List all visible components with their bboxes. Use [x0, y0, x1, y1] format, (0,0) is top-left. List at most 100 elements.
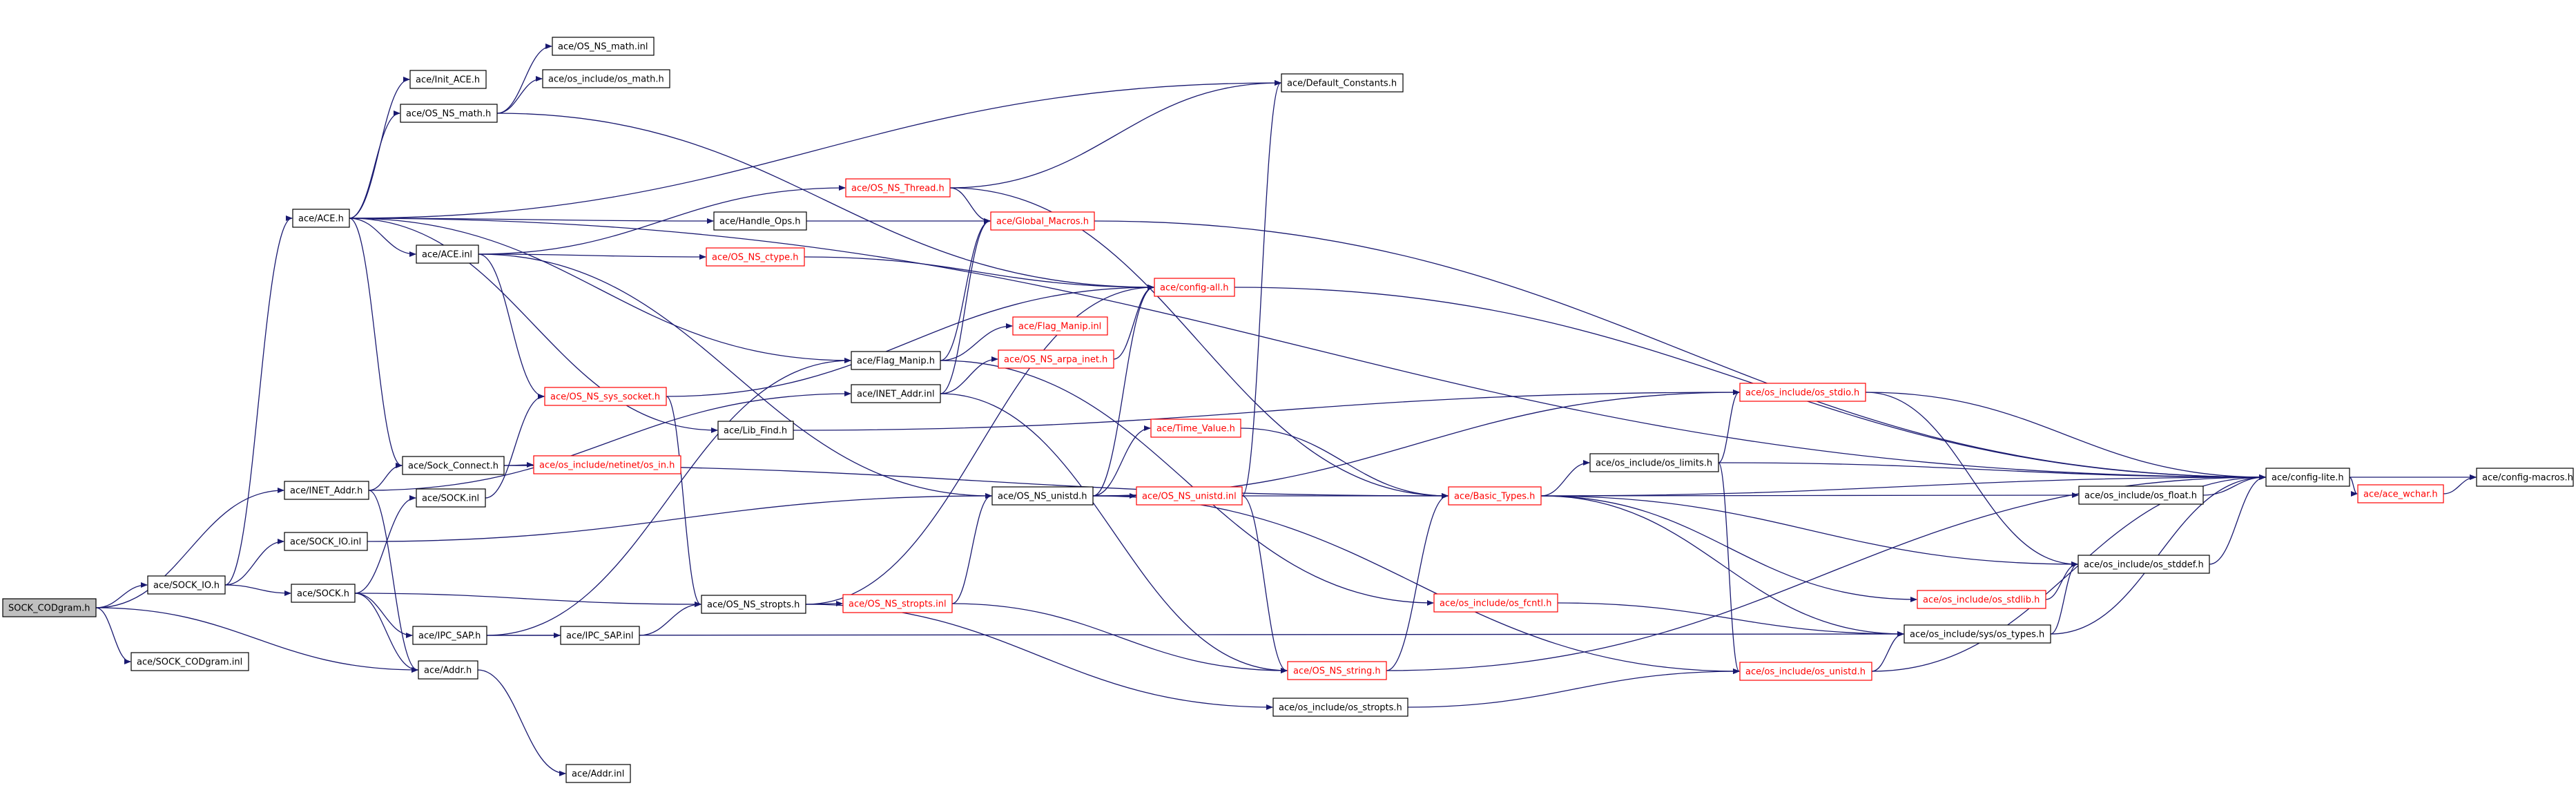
nodes-layer: SOCK_CODgram.h ace/SOCK_CODgram.inl ace/SO… [2, 37, 2574, 783]
node-os-limits-h[interactable]: ace/os_include/os_limits.h [1589, 453, 1719, 472]
node-ace-wchar-h[interactable]: ace/ace_wchar.h [2357, 484, 2444, 503]
node-config-macros-h[interactable]: ace/config-macros.h [2476, 468, 2574, 487]
node-inet-addr-h[interactable]: ace/INET_Addr.h [284, 481, 369, 500]
node-flag-manip-inl[interactable]: ace/Flag_Manip.inl [1012, 316, 1108, 336]
node-ace-h[interactable]: ace/ACE.h [292, 209, 350, 228]
node-label: ace/OS_NS_Thread.h [851, 184, 945, 194]
node-os-stddef-h[interactable]: ace/os_include/os_stddef.h [2078, 555, 2210, 574]
node-box [402, 456, 505, 475]
node-box [1433, 593, 1558, 613]
node-inet-addr-inl[interactable]: ace/INET_Addr.inl [851, 384, 941, 403]
node-os-ns-arpa-inet-h[interactable]: ace/OS_NS_arpa_inet.h [998, 349, 1114, 369]
node-addr-h[interactable]: ace/Addr.h [418, 660, 478, 680]
node-sock-io-inl[interactable]: ace/SOCK_IO.inl [284, 532, 368, 551]
edge-arrow [940, 393, 1288, 673]
node-os-float-h[interactable]: ace/os_include/os_float.h [2078, 486, 2204, 505]
edge-arrow [1718, 390, 1740, 463]
node-label: ace/config-all.h [1160, 283, 1229, 294]
edge-arrow [949, 187, 1449, 499]
node-addr-inl[interactable]: ace/Addr.inl [565, 764, 631, 783]
node-os-ns-ctype-h[interactable]: ace/OS_NS_ctype.h [706, 247, 805, 267]
edge-arrow [224, 584, 291, 596]
node-os-fcntl-h[interactable]: ace/os_include/os_fcntl.h [1433, 593, 1558, 613]
edge-arrow [1871, 631, 1904, 672]
node-label: ace/OS_NS_stropts.h [707, 600, 800, 611]
edge-arrow [2050, 561, 2078, 635]
node-box [717, 421, 794, 440]
edge-arrow [949, 80, 1281, 189]
node-box [1281, 73, 1404, 93]
edge-arrow [1092, 285, 1154, 497]
node-os-ns-stropts-h[interactable]: ace/OS_NS_stropts.h [701, 595, 806, 614]
node-os-types-h[interactable]: ace/os_include/sys/os_types.h [1904, 624, 2051, 644]
node-label: ace/ACE.h [298, 214, 344, 224]
node-os-ns-unistd-inl[interactable]: ace/OS_NS_unistd.inl [1136, 486, 1243, 506]
node-ace-inl[interactable]: ace/ACE.inl [416, 244, 479, 264]
node-global-macros-h[interactable]: ace/Global_Macros.h [990, 211, 1095, 231]
node-os-unistd-h[interactable]: ace/os_include/os_unistd.h [1739, 662, 1872, 681]
node-label: ace/OS_NS_stropts.inl [849, 599, 947, 610]
node-box [1012, 316, 1108, 336]
edge-arrow [368, 490, 418, 673]
node-box [1739, 662, 1872, 681]
node-os-ns-math-inl[interactable]: ace/OS_NS_math.inl [552, 37, 655, 56]
node-label: ace/Global_Macros.h [996, 217, 1089, 227]
node-default-constants-h[interactable]: ace/Default_Constants.h [1281, 73, 1404, 93]
node-box [1448, 486, 1542, 506]
node-os-stdio-h[interactable]: ace/os_include/os_stdio.h [1739, 383, 1866, 402]
node-sock-connect-h[interactable]: ace/Sock_Connect.h [402, 456, 505, 475]
node-sock-codgram-inl[interactable]: ace/SOCK_CODgram.inl [130, 652, 249, 671]
node-os-ns-unistd-h[interactable]: ace/OS_NS_unistd.h [991, 486, 1094, 506]
node-config-all-h[interactable]: ace/config-all.h [1154, 278, 1235, 297]
edge-arrow [496, 44, 552, 114]
node-box [2, 598, 97, 617]
node-init-ace-h[interactable]: ace/Init_ACE.h [409, 70, 487, 89]
edge-arrow [367, 493, 992, 542]
edge-arrow [354, 495, 416, 594]
edge-arrow [354, 593, 701, 607]
node-box [400, 104, 498, 123]
node-lib-find-h[interactable]: ace/Lib_Find.h [717, 421, 794, 440]
node-sock-inl[interactable]: ace/SOCK.inl [416, 488, 486, 508]
edge-arrow [95, 582, 148, 608]
edge-arrow [1092, 495, 1740, 674]
edge-arrow [486, 631, 1904, 637]
edge-arrow [1557, 602, 1904, 637]
node-label: ace/os_include/os_stdio.h [1745, 388, 1859, 398]
node-box [284, 532, 368, 551]
edge-arrow [349, 218, 403, 468]
node-ipc-sap-h[interactable]: ace/IPC_SAP.h [412, 626, 487, 645]
node-os-ns-string-h[interactable]: ace/OS_NS_string.h [1287, 661, 1387, 680]
edge-arrow [940, 218, 991, 361]
node-os-stdlib-h[interactable]: ace/os_include/os_stdlib.h [1917, 590, 2046, 609]
node-ipc-sap-inl[interactable]: ace/IPC_SAP.inl [560, 626, 640, 645]
node-sock-io-h[interactable]: ace/SOCK_IO.h [147, 575, 226, 595]
node-box [845, 178, 951, 198]
node-os-ns-sys-socket-h[interactable]: ace/OS_NS_sys_socket.h [544, 387, 667, 406]
node-os-ns-math-h[interactable]: ace/OS_NS_math.h [400, 104, 498, 123]
node-os-math-h[interactable]: ace/os_include/os_math.h [542, 69, 670, 88]
node-sock-codgram-h[interactable]: SOCK_CODgram.h [2, 598, 97, 617]
edge-arrow [95, 607, 131, 664]
edge-arrow [1241, 80, 1281, 497]
node-os-ns-thread-h[interactable]: ace/OS_NS_Thread.h [845, 178, 951, 198]
node-os-ns-stropts-inl[interactable]: ace/OS_NS_stropts.inl [842, 594, 953, 613]
edge-arrow [485, 394, 545, 499]
node-handle-ops-h[interactable]: ace/Handle_Ops.h [713, 211, 807, 231]
node-label: ace/OS_NS_string.h [1293, 666, 1381, 677]
node-config-lite-h[interactable]: ace/config-lite.h [2265, 468, 2350, 487]
edge-arrow [940, 218, 991, 394]
node-label: SOCK_CODgram.h [8, 604, 90, 614]
node-time-value-h[interactable]: ace/Time_Value.h [1150, 419, 1241, 438]
edge-arrow [224, 215, 293, 586]
node-basic-types-h[interactable]: ace/Basic_Types.h [1448, 486, 1542, 506]
node-label: ace/Handle_Ops.h [719, 217, 800, 227]
node-os-stropts-h[interactable]: ace/os_include/os_stropts.h [1272, 698, 1408, 717]
node-flag-manip-h[interactable]: ace/Flag_Manip.h [851, 351, 941, 370]
node-box [1287, 661, 1387, 680]
edge-arrow [354, 593, 418, 673]
node-sock-h[interactable]: ace/SOCK.h [291, 584, 356, 603]
node-box [991, 486, 1094, 506]
node-os-in-h[interactable]: ace/os_include/netinet/os_in.h [533, 455, 681, 474]
node-label: ace/Default_Constants.h [1287, 79, 1397, 89]
